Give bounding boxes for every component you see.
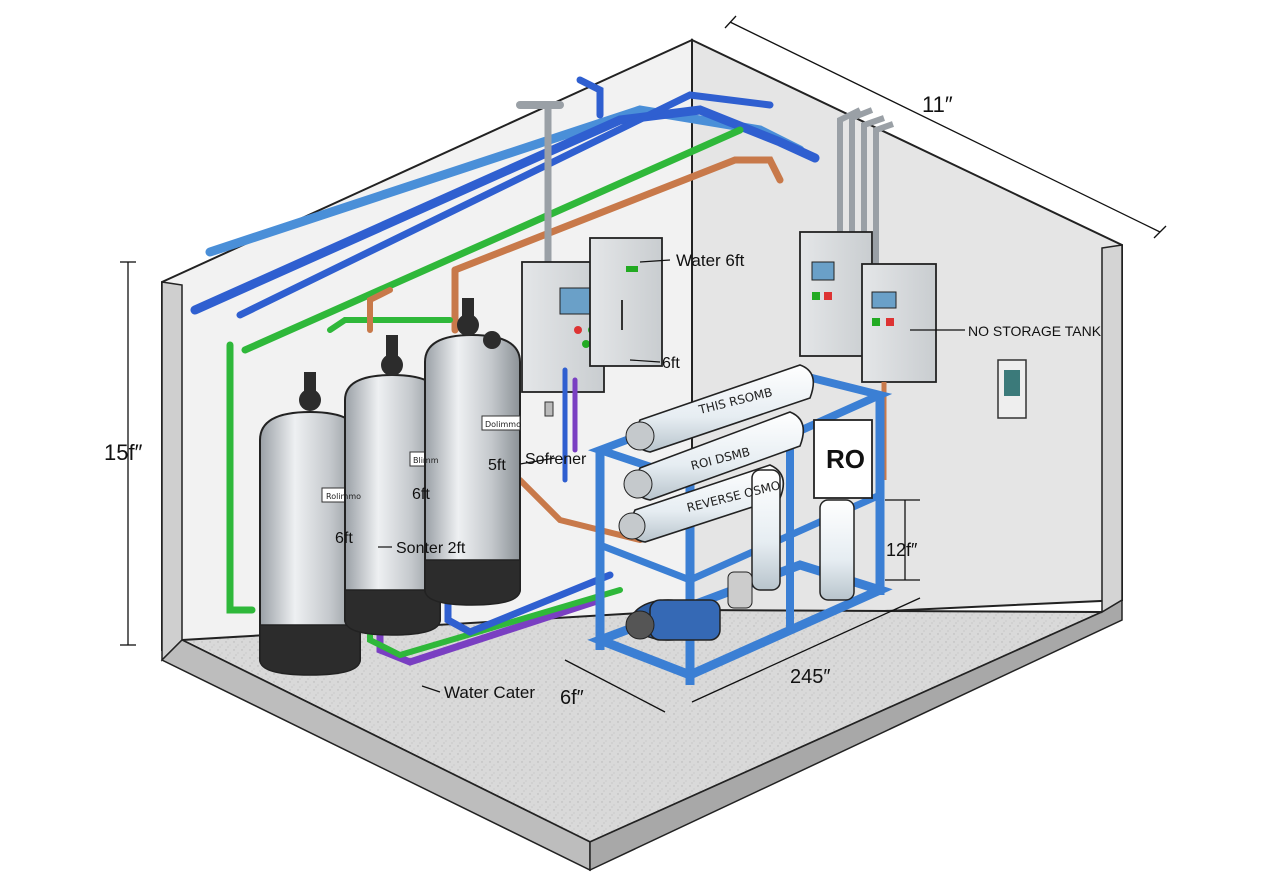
dim-room-width: 11″ — [922, 92, 953, 117]
overhead-piping — [190, 76, 820, 614]
ro-membranes — [618, 364, 815, 543]
callout-softener-2ft: Sonter 2ft — [396, 540, 466, 557]
tank-3-tag: Dolimmo — [485, 420, 521, 429]
pump — [625, 571, 753, 641]
callout-no-storage-tank: NO STORAGE TANK — [968, 323, 1102, 339]
left-wall-thickness — [161, 281, 183, 662]
ro-sign-board — [813, 419, 873, 499]
tank-1-height: 6ft — [335, 530, 353, 547]
right-wall-top — [1101, 244, 1123, 614]
tank-1-tag: Rolimmo — [326, 492, 361, 501]
dimension-lines — [120, 15, 1167, 713]
dim-wall-height: 15f″ — [104, 440, 143, 465]
dim-ro-depth: 12f″ — [886, 540, 918, 560]
tank-2 — [344, 335, 441, 636]
tank-2-height: 6ft — [412, 486, 430, 503]
control-panel-left-2 — [589, 237, 663, 367]
right-floor-edge — [589, 598, 1123, 872]
wall-conduits — [837, 107, 894, 268]
tank-1 — [259, 372, 367, 676]
callout-6ft: 6ft — [662, 355, 680, 372]
control-panel-right-2 — [861, 263, 937, 480]
callout-water-cater: Water Cater — [444, 683, 535, 702]
callout-softener: Sofrener — [525, 451, 587, 468]
callout-water-6ft: Water 6ft — [676, 251, 745, 270]
wall-thermostat — [997, 359, 1027, 419]
ro-unit — [587, 364, 893, 685]
tank-2-tag: Blimm — [413, 456, 439, 465]
leader-lines — [378, 259, 965, 693]
ro-sign: RO — [826, 444, 865, 474]
tank-3-height: 5ft — [488, 457, 506, 474]
tank-3 — [424, 298, 521, 606]
dim-floor-front: 6f″ — [560, 687, 584, 709]
dim-floor-side: 245″ — [790, 666, 830, 688]
control-panel-right-1 — [799, 231, 873, 357]
